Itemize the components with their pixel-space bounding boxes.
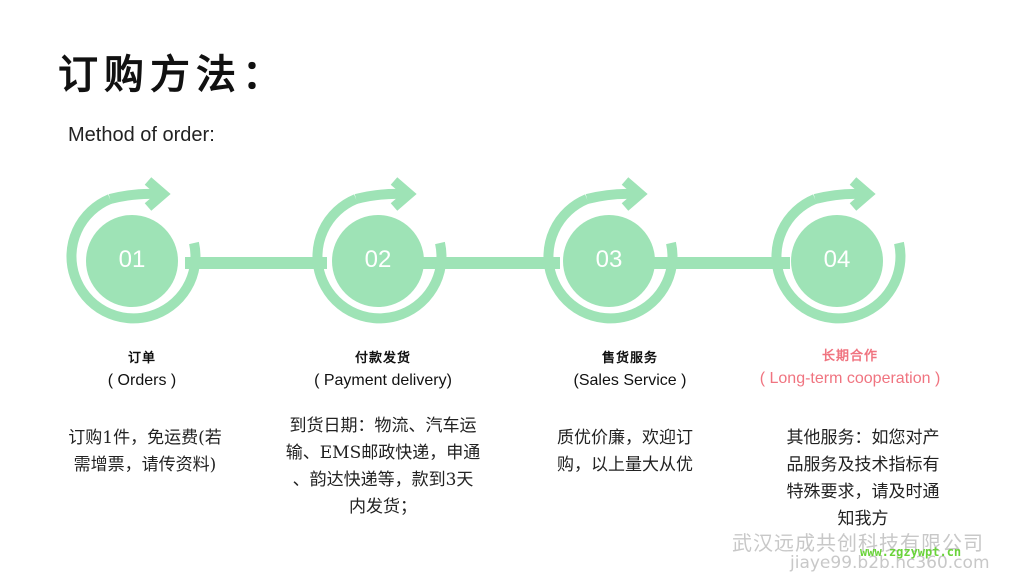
step-01-description: 订购1件，免运费(若 需增票，请传资料) (40, 425, 250, 479)
circular-arrow-icon (543, 177, 678, 324)
step-title-en: (Sales Service ) (573, 372, 687, 389)
watermark-url: jiaye99.b2b.hc360.com (790, 553, 990, 573)
step-01: 01 (62, 170, 202, 340)
step-02-description: 到货日期：物流、汽车运 输、EMS邮政快递，申通 、韵达快递等，款到3天 内发货… (258, 413, 508, 521)
order-timeline: 01 02 03 04 (0, 170, 1024, 340)
connector-line (418, 257, 560, 269)
description-line: 输、EMS邮政快递，申通 (285, 443, 481, 463)
description-line: 质优价廉，欢迎订 (557, 428, 693, 448)
description-line: 到货日期：物流、汽车运 (289, 416, 477, 436)
step-title-en: ( Long-term cooperation ) (759, 370, 941, 387)
step-04: 04 (767, 170, 907, 340)
description-line: 特殊要求，请及时通 (786, 482, 940, 502)
step-title-cn: 长期合作 (821, 349, 878, 364)
step-title-cn: 付款发货 (354, 351, 411, 366)
circular-arrow-icon (66, 177, 201, 324)
circular-arrow-icon (312, 177, 447, 324)
step-04-label: 长期合作 ( Long-term cooperation ) (730, 345, 970, 388)
description-line: 知我方 (837, 509, 889, 529)
circular-arrow-icon (771, 177, 906, 324)
step-01-label: 订单 ( Orders ) (62, 347, 222, 390)
description-line: 品服务及技术指标有 (786, 455, 940, 475)
page-subtitle: Method of order: (68, 124, 215, 146)
step-title-cn: 售货服务 (601, 351, 658, 366)
step-number: 03 (595, 246, 623, 273)
description-line: 其他服务：如您对产 (786, 428, 940, 448)
step-title-cn: 订单 (127, 351, 156, 366)
description-line: 需增票，请传资料) (73, 455, 217, 475)
description-line: 内发货； (349, 497, 417, 517)
watermark-company: 武汉远成共创科技有限公司 (732, 531, 984, 555)
step-04-description: 其他服务：如您对产 品服务及技术指标有 特殊要求，请及时通 知我方 (758, 425, 968, 533)
step-number: 04 (823, 246, 851, 273)
page-title: 订购方法： (58, 51, 288, 98)
description-line: 购，以上量大从优 (557, 455, 693, 475)
step-03: 03 (539, 170, 679, 340)
step-03-description: 质优价廉，欢迎订 购，以上量大从优 (530, 425, 720, 479)
step-02: 02 (308, 170, 448, 340)
watermark-site: www.zgzywpt.cn (860, 545, 962, 559)
step-title-en: ( Orders ) (107, 372, 177, 389)
step-number: 01 (118, 246, 146, 273)
step-03-label: 售货服务 (Sales Service ) (540, 347, 720, 390)
step-number: 02 (364, 246, 392, 273)
connector-line (652, 257, 790, 269)
step-02-label: 付款发货 ( Payment delivery) (288, 347, 478, 390)
step-title-en: ( Payment delivery) (314, 372, 452, 389)
connector-line (185, 257, 327, 269)
description-line: 订购1件，免运费(若 (68, 428, 222, 448)
description-line: 、韵达快递等，款到3天 (292, 470, 474, 490)
